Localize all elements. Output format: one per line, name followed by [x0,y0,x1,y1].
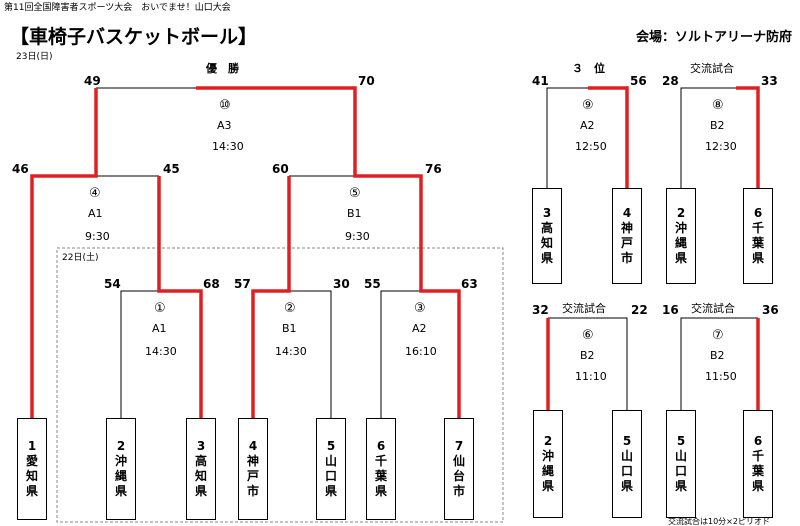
score-m7-right: 36 [762,303,779,317]
venue-label: 会場：ソルトアリーナ防府 [635,30,792,45]
time-m3: 16:10 [405,345,437,358]
score-m2-right: 30 [333,277,350,291]
time-m9: 12:50 [575,140,607,153]
court-m5: B1 [347,207,362,220]
score-m10-right: 70 [358,74,375,88]
match-no-m6: ⑥ [582,328,594,343]
match-no-m2: ② [284,301,296,316]
score-m3-left: 55 [364,277,381,291]
time-m6: 11:10 [575,370,607,383]
day-label-23: 23日(日) [16,52,53,62]
day-label-22: 22日(土) [62,253,99,263]
exchange-title-m8: 交流試合 [690,62,734,75]
court-m2: B1 [282,322,297,335]
time-m7: 11:50 [705,370,737,383]
score-m10-left: 49 [84,74,101,88]
score-m5-right: 76 [425,162,442,176]
page-title: 【車椅子バスケットボール】 [10,26,258,48]
score-m1-right: 68 [203,277,220,291]
match-no-m4: ④ [89,186,101,201]
final-title: 優 勝 [206,62,239,75]
score-m4-right: 45 [163,162,180,176]
score-m7-left: 16 [662,303,679,317]
court-m4: A1 [88,207,103,220]
court-m3: A2 [412,322,427,335]
time-m5: 9:30 [345,230,370,243]
exchange-title-m7: 交流試合 [691,302,735,315]
score-m6-left: 32 [532,303,549,317]
exchange-title-m6: 交流試合 [562,302,606,315]
court-m6: B2 [580,349,595,362]
score-m4-left: 46 [12,162,29,176]
court-m1: A1 [152,322,167,335]
match-no-m3: ③ [414,301,426,316]
winning-path-lines [30,86,760,418]
score-m2-left: 57 [234,277,251,291]
match-no-m8: ⑧ [712,98,724,113]
day2-region [56,247,504,523]
match-no-m5: ⑤ [349,186,361,201]
match-no-m10: ⑩ [219,98,231,113]
score-m9-left: 41 [532,74,549,88]
score-m8-left: 28 [662,74,679,88]
match-no-m1: ① [154,301,166,316]
court-m8: B2 [710,119,725,132]
score-m5-left: 60 [272,162,289,176]
time-m8: 12:30 [705,140,737,153]
match-no-m7: ⑦ [712,328,724,343]
match-no-m9: ⑨ [582,98,594,113]
time-m1: 14:30 [145,345,177,358]
black-bracket-lines [96,87,758,418]
court-m10: A3 [217,119,232,132]
time-m10: 14:30 [212,140,244,153]
court-m9: A2 [580,119,595,132]
court-m7: B2 [710,349,725,362]
score-m9-right: 56 [630,74,647,88]
score-m3-right: 63 [461,277,478,291]
score-m6-right: 22 [631,303,648,317]
time-m2: 14:30 [275,345,307,358]
footnote: 交流試合は10分×2ピリオド [668,517,770,526]
score-m8-right: 33 [761,74,778,88]
event-header: 第11回全国障害者スポーツ大会 おいでませ！山口大会 [4,3,231,13]
score-m1-left: 54 [104,277,121,291]
third-place-title: ３ 位 [572,62,605,75]
time-m4: 9:30 [85,230,110,243]
